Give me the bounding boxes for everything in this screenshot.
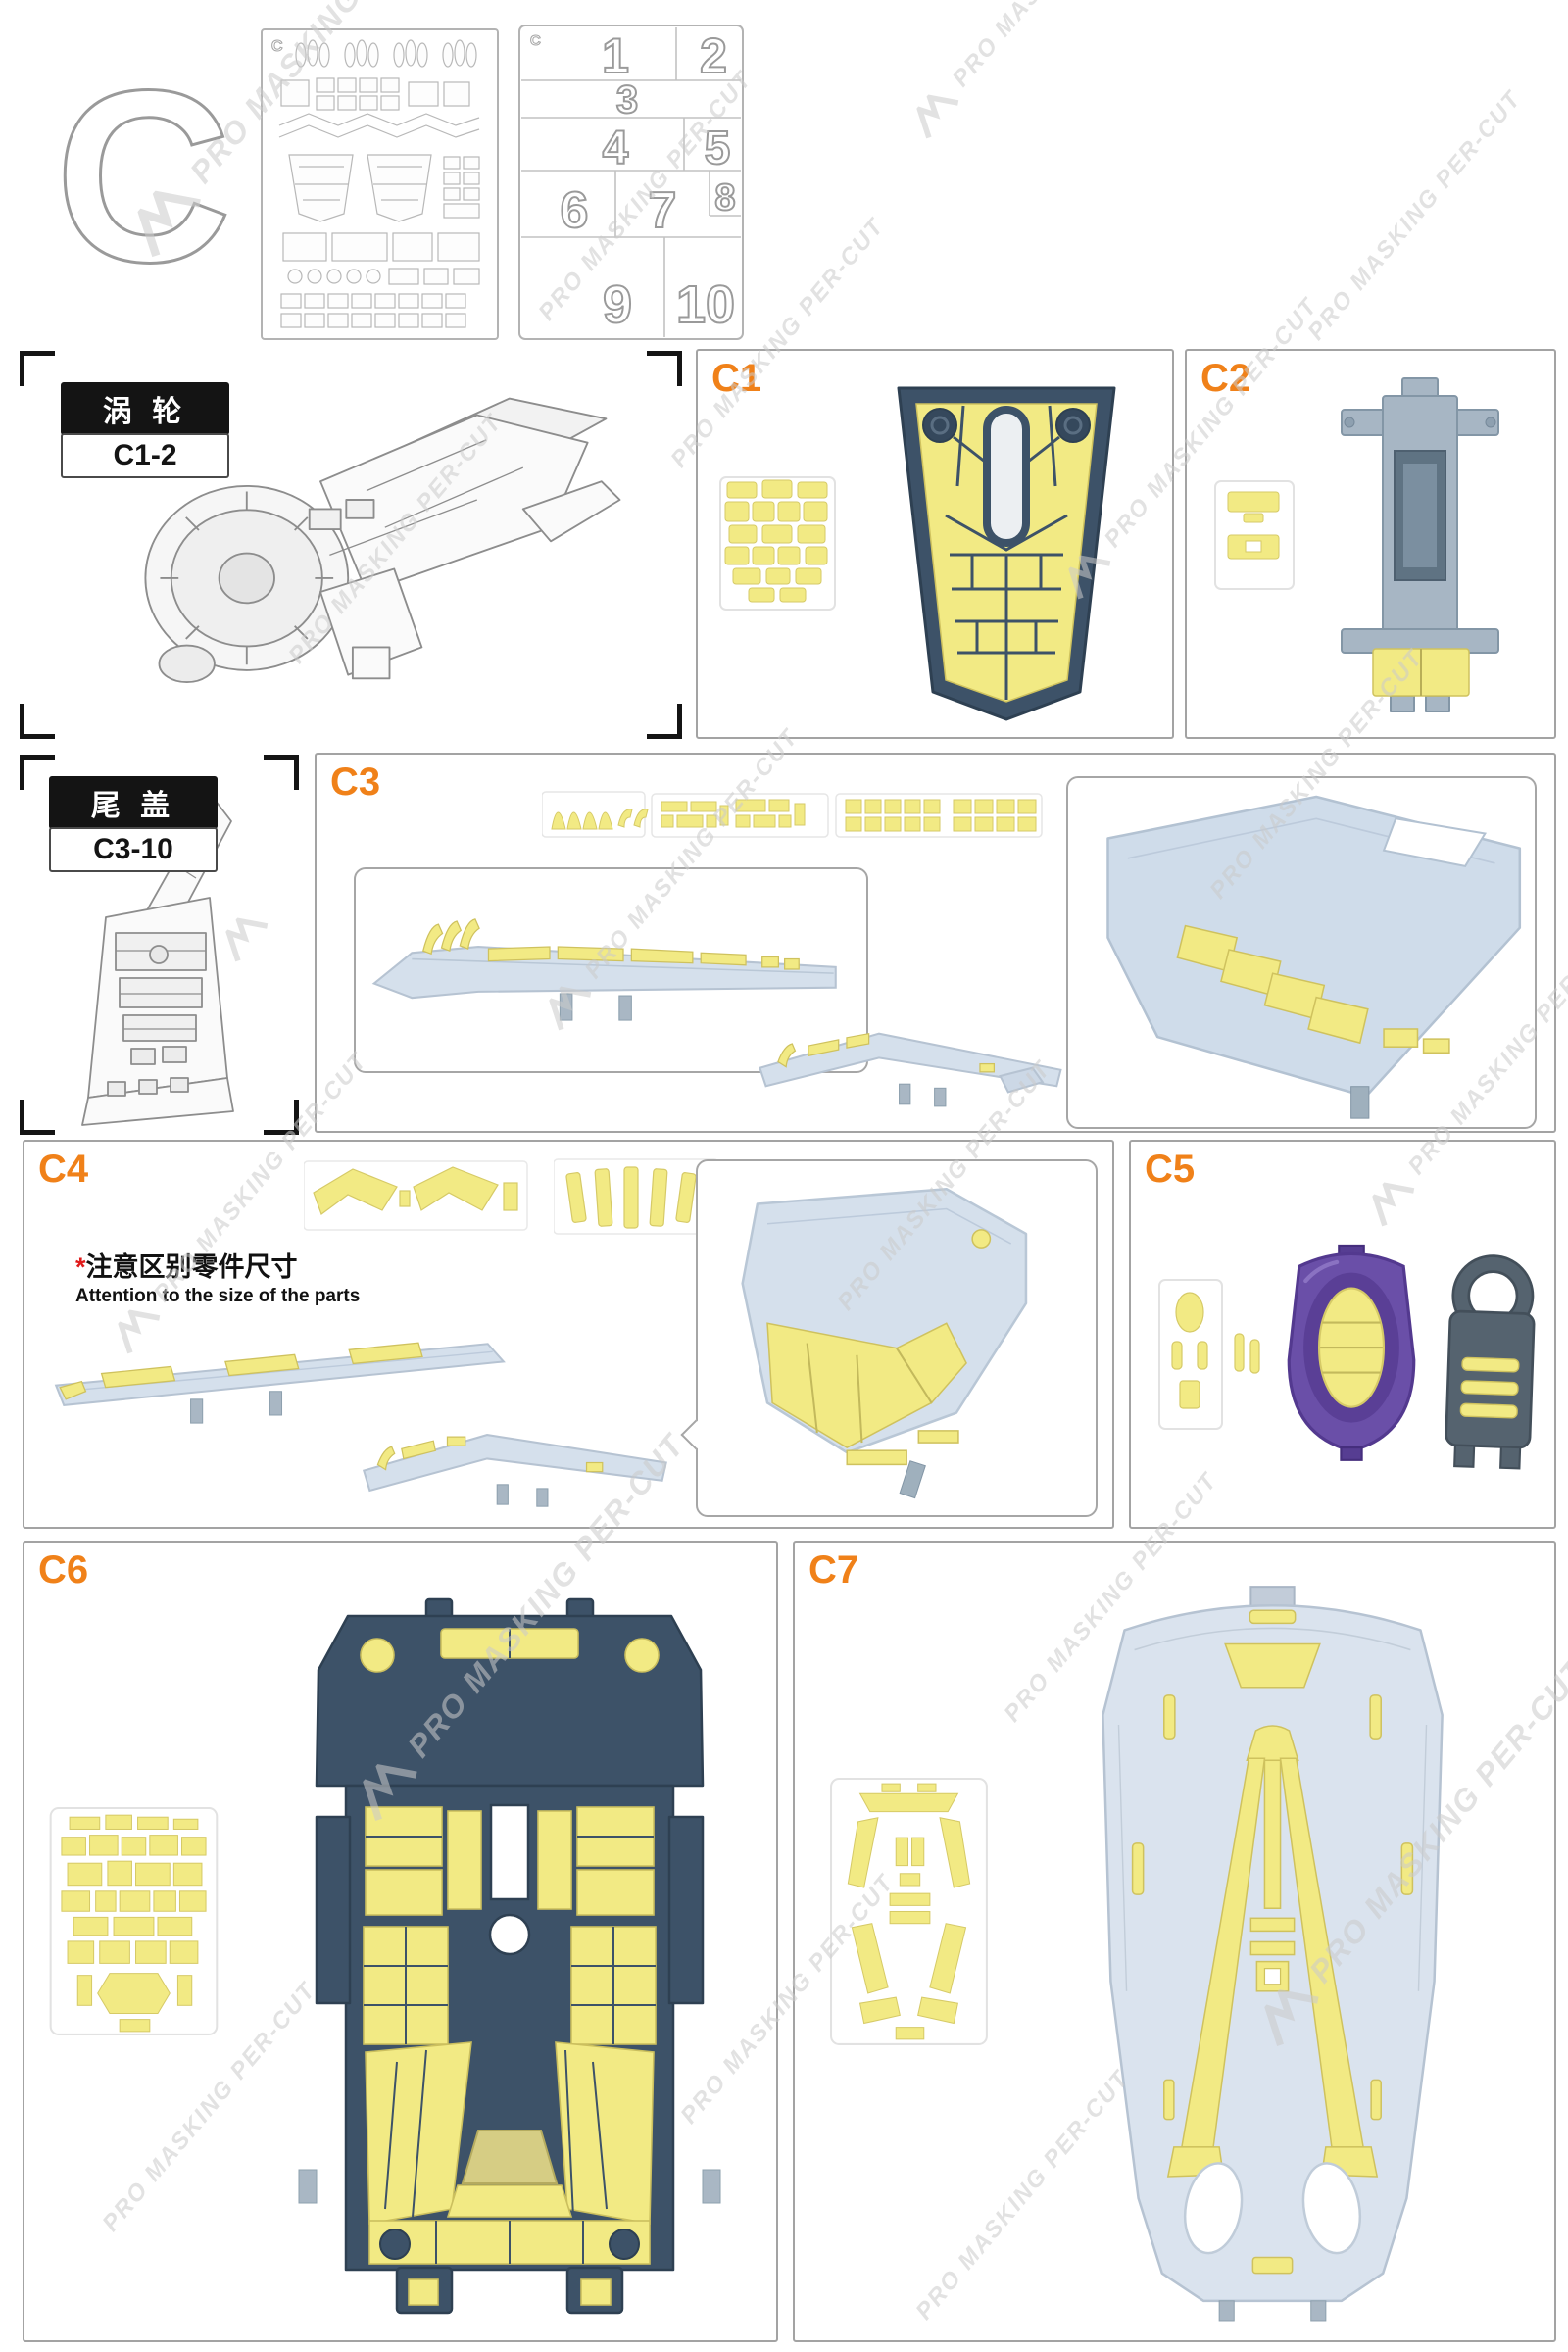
panel-c4: C4 *注意区别零件尺寸 Attention to the size of th… (23, 1140, 1114, 1529)
bracket-corner (20, 704, 55, 739)
cell-number: 10 (676, 275, 735, 334)
panel-c3: C3 (315, 753, 1556, 1133)
cell-number: 3 (616, 78, 638, 122)
watermark-text: PRO MASKING PER-CUT (948, 0, 1172, 92)
watermark-text: PRO MASKING PER-CUT (1302, 85, 1527, 346)
panel-c1-label: C1 (711, 357, 762, 400)
mask-sheet-layout-diagram: C (261, 28, 499, 340)
bracket-corner (20, 1100, 55, 1135)
c6-mask-pieces (49, 1807, 219, 2035)
c4-note: *注意区别零件尺寸 Attention to the size of the p… (75, 1251, 360, 1308)
c7-mask-pieces (830, 1778, 988, 2045)
section-title-turbine: 涡 轮 (61, 382, 229, 435)
panel-c1: C1 (696, 349, 1174, 739)
note-text-cn: 注意区别零件尺寸 (85, 1252, 298, 1282)
c2-mask-pieces (1214, 480, 1295, 590)
c5-mask-pieces (1158, 1279, 1260, 1430)
panel-c6-label: C6 (38, 1548, 89, 1592)
c4-assembly-diagram (362, 1434, 667, 1507)
bracket-corner (20, 755, 55, 790)
c2-part-diagram (1341, 377, 1499, 712)
sheet-corner-letter: C (271, 38, 283, 55)
cell-number: 1 (602, 28, 629, 83)
c3-part-closeup (354, 867, 868, 1073)
watermark: PRO MASKING PER-CUT (1302, 85, 1527, 346)
bracket-corner (647, 704, 682, 739)
sheet-corner-letter: C (530, 32, 541, 49)
section-range-turbine: C1-2 (61, 433, 229, 478)
c7-part-diagram (1102, 1586, 1444, 2322)
cell-number: 5 (705, 122, 731, 174)
c5-purple-part-diagram (1287, 1244, 1416, 1461)
note-asterisk: * (75, 1252, 86, 1282)
big-letter-c: C (54, 47, 234, 312)
bracket-corner (647, 351, 682, 386)
panel-c5-label: C5 (1145, 1148, 1196, 1191)
section-range-tail-cover: C3-10 (49, 827, 218, 872)
panel-c7: C7 (793, 1541, 1556, 2342)
bracket-corner (264, 1100, 299, 1135)
cell-number: 8 (714, 177, 735, 219)
c4-zoom-diagram (741, 1187, 1028, 1499)
c1-part-diagram (897, 386, 1116, 721)
c3-mask-pieces (542, 791, 1043, 838)
c3-zoom-diagram (1106, 795, 1522, 1119)
big-letter-text: C (55, 47, 232, 312)
c4-zoom-inset (680, 1159, 1098, 1517)
panel-c7-label: C7 (808, 1548, 859, 1592)
section-title-tail-cover: 尾 盖 (49, 776, 218, 829)
cell-number: 9 (603, 275, 632, 334)
c4-long-part-diagram (54, 1342, 506, 1424)
watermark: PRO MASKING PER-CUT (905, 0, 1174, 143)
note-text-en: Attention to the size of the parts (75, 1285, 361, 1306)
bracket-corner (264, 755, 299, 790)
bracket-corner (20, 351, 55, 386)
panel-c2: C2 (1185, 349, 1556, 739)
panel-c4-label: C4 (38, 1148, 89, 1191)
cell-number: 7 (649, 182, 677, 239)
cell-number: 4 (603, 122, 629, 174)
tail-cover-section: 尾 盖 C3-10 (20, 755, 299, 1135)
brand-logo-icon (915, 93, 959, 139)
c5-grey-part-diagram (1445, 1254, 1536, 1470)
c3-zoom-inset (1066, 776, 1537, 1129)
c3-long-part-diagram (371, 918, 837, 1021)
turbine-part-line-art (144, 397, 621, 684)
panel-c2-label: C2 (1200, 357, 1251, 400)
turbine-section: 涡 轮 C1-2 (20, 351, 682, 739)
c6-part-diagram (298, 1597, 721, 2315)
c4-mask-pieces-right (554, 1158, 719, 1235)
panel-c6: C6 (23, 1541, 778, 2342)
numbered-sheet-layout: C 1 2 3 4 5 8 6 7 9 10 (518, 24, 744, 340)
cell-number: 6 (561, 182, 589, 239)
panel-c5: C5 (1129, 1140, 1556, 1529)
c1-mask-pieces (719, 476, 836, 611)
c4-mask-pieces-left (304, 1160, 528, 1231)
cell-number: 2 (700, 28, 727, 83)
panel-c3-label: C3 (330, 760, 381, 804)
c3-assembly-diagram (759, 1032, 1062, 1107)
